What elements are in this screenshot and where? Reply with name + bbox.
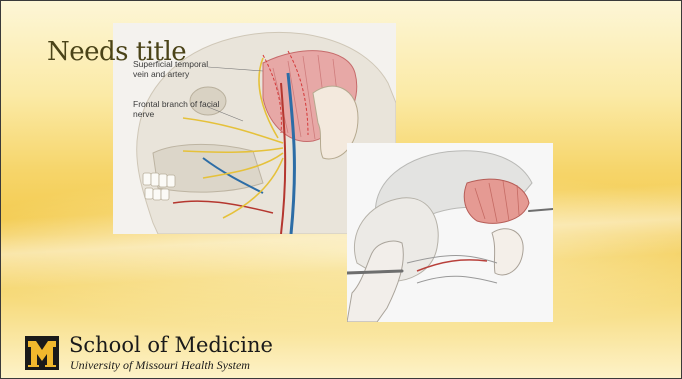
university-name: University of Missouri Health System: [70, 358, 250, 373]
surgical-approach-drawing: [347, 143, 553, 322]
slide-title: Needs title: [47, 37, 186, 67]
surgical-approach-illustration: [347, 143, 553, 322]
school-name: School of Medicine: [69, 333, 273, 357]
label-frontal-branch: Frontal branch of facial nerve: [133, 99, 223, 119]
footer-branding: School of Medicine University of Missour…: [25, 333, 345, 373]
mizzou-tiger-m-icon: [25, 336, 59, 370]
